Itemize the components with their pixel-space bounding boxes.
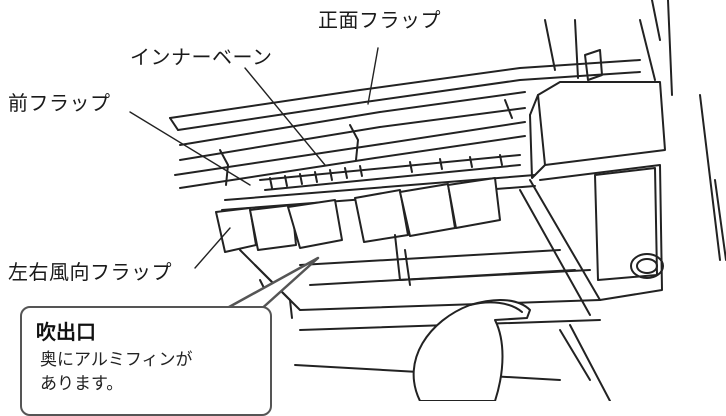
front-flap-drawing: [169, 59, 641, 189]
air-conditioner-illustration: [129, 0, 726, 402]
hand-drawing: [412, 299, 531, 402]
callout-pointer: [218, 256, 320, 314]
label-fore-flap: 前フラップ: [8, 91, 111, 115]
callout-line-1: 奥にアルミフィンが: [40, 350, 193, 370]
callout-line-2: あります。: [40, 374, 124, 394]
right-panel-drawing: [519, 0, 726, 316]
label-lr-flap: 左右風向フラップ: [8, 260, 172, 284]
outlet-callout: 吹出口 奥にアルミフィンが あります。: [20, 306, 272, 416]
callout-title: 吹出口: [36, 320, 96, 344]
label-front-flap: 正面フラップ: [318, 8, 441, 32]
label-inner-vane: インナーベーン: [130, 45, 273, 69]
diagram-stage: 正面フラップ インナーベーン 前フラップ 左右風向フラップ 吹出口 奥にアルミフ…: [8, 0, 726, 416]
leader-lines: [129, 47, 379, 269]
louver-blades: [215, 177, 501, 253]
callout-body: 奥にアルミフィンが あります。: [40, 348, 270, 396]
